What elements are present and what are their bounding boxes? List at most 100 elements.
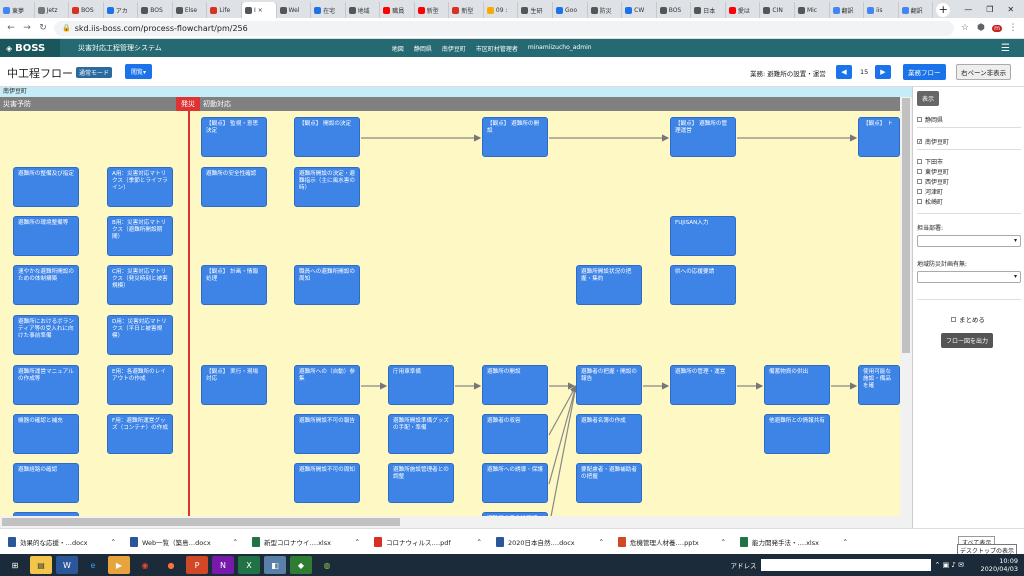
browser-tab[interactable]: 日本: [691, 2, 726, 18]
browser-tab[interactable]: CIN: [760, 2, 795, 18]
checkbox-shizuoka[interactable]: 静岡県: [917, 115, 943, 124]
checkbox-box[interactable]: [917, 179, 922, 184]
firefox-icon[interactable]: ●: [167, 560, 175, 570]
new-tab-button[interactable]: +: [936, 3, 951, 17]
checkbox-kawazu[interactable]: 河津町: [917, 187, 943, 196]
profile-icon[interactable]: m: [992, 24, 1002, 32]
flow-node[interactable]: 【観点】 避難所の開設: [482, 117, 548, 157]
browser-tab[interactable]: Else: [173, 2, 208, 18]
maximize-icon[interactable]: ❐: [986, 4, 994, 14]
flow-node[interactable]: 【観点】 実行・現場対応: [201, 365, 267, 405]
flow-node[interactable]: 避難所開設の決定・避難指示（主に風水害の時）: [294, 167, 360, 207]
flow-node[interactable]: 県への応援要請: [670, 265, 736, 305]
taskbar-address-field[interactable]: [760, 559, 931, 571]
flow-node[interactable]: 避難所開設状況の把握・集約: [576, 265, 642, 305]
browser-tab[interactable]: Life: [207, 2, 242, 18]
chevron-up-icon[interactable]: ⌃: [476, 537, 482, 546]
combine-checkbox[interactable]: まとめる: [951, 314, 985, 324]
flow-node[interactable]: D用：災害対応マトリクス（平日と被害規模）: [107, 315, 173, 355]
flow-node[interactable]: E用：各避難所のレイアウトの作成: [107, 365, 173, 405]
flow-node[interactable]: 要配慮者・避難補助者の把握: [576, 463, 642, 503]
flow-node[interactable]: 使用可能な施設・備品を確: [858, 365, 900, 405]
plan-select[interactable]: ▾: [917, 271, 1021, 283]
file-explorer-icon[interactable]: ▤: [30, 556, 52, 574]
flow-node[interactable]: 避難所開設不可の報告: [294, 414, 360, 454]
browser-tab[interactable]: 翻訳: [830, 2, 865, 18]
checkbox-box[interactable]: [917, 159, 922, 164]
media-icon[interactable]: ▶: [108, 556, 130, 574]
download-item[interactable]: 能力開発手法・….xlsx⌃: [732, 536, 854, 547]
department-select[interactable]: ▾: [917, 235, 1021, 247]
flow-node[interactable]: 庁用車準備: [388, 365, 454, 405]
chevron-up-icon[interactable]: ⌃: [232, 537, 238, 546]
browser-tab[interactable]: 愛は: [726, 2, 761, 18]
browser-tab[interactable]: iis: [864, 2, 899, 18]
flow-node[interactable]: 職員への避難所開設の周知: [294, 265, 360, 305]
horizontal-scroll-thumb[interactable]: [2, 518, 400, 526]
flow-node[interactable]: 避難所運営マニュアルの作成等: [13, 365, 79, 405]
flow-node[interactable]: 速やかな避難所開設のための体制構築: [13, 265, 79, 305]
chrome-icon[interactable]: ◉: [141, 560, 149, 570]
flow-node[interactable]: 備蓄物資の供出: [764, 365, 830, 405]
flow-node[interactable]: 【観点】 計画・情報処理: [201, 265, 267, 305]
browser-tab[interactable]: 生研: [518, 2, 553, 18]
globe-icon[interactable]: ◍: [323, 560, 331, 570]
browser-tab[interactable]: 在宅: [311, 2, 346, 18]
address-field[interactable]: 🔒 skd.iis-boss.com/process-flowchart/pm/…: [54, 20, 954, 36]
checkbox-shimoda[interactable]: 下田市: [917, 157, 943, 166]
browser-tab[interactable]: 新型: [415, 2, 450, 18]
checkbox-box[interactable]: [917, 189, 922, 194]
download-item[interactable]: 新型コロナウイ….xlsx⌃: [244, 536, 366, 547]
checkbox-matsuzaki[interactable]: 松崎町: [917, 197, 943, 206]
minimize-icon[interactable]: —: [964, 4, 973, 14]
flow-node[interactable]: 避難者の把握・開設の報告: [576, 365, 642, 405]
next-page-button[interactable]: ▶: [875, 65, 891, 79]
browser-tab[interactable]: Goo: [553, 2, 588, 18]
chevron-up-icon[interactable]: ⌃: [720, 537, 726, 546]
browser-tab[interactable]: 09 :: [484, 2, 519, 18]
download-item[interactable]: Web一覧（築島…docx⌃: [122, 536, 244, 547]
flow-node[interactable]: [13, 512, 79, 516]
flow-node[interactable]: F用：避難所運営グッズ（コンテナ）の作成: [107, 414, 173, 454]
checkbox-box[interactable]: [917, 117, 922, 122]
flow-node[interactable]: 避難所の安全性確認: [201, 167, 267, 207]
browser-tab[interactable]: 地域: [346, 2, 381, 18]
browser-tab[interactable]: Jetz: [35, 2, 70, 18]
reload-icon[interactable]: ↻: [39, 23, 47, 33]
browser-tab[interactable]: Wel: [277, 2, 312, 18]
star-icon[interactable]: ☆: [960, 23, 970, 33]
flow-node[interactable]: 避難所の開設: [482, 365, 548, 405]
flow-node[interactable]: 避難所の管理・運営: [670, 365, 736, 405]
flow-node[interactable]: 避難所開設準備グッズの手配・準備: [388, 414, 454, 454]
forward-icon[interactable]: →: [23, 23, 31, 33]
flow-node[interactable]: 避難所への誘導・保護: [482, 463, 548, 503]
chevron-up-icon[interactable]: ⌃: [110, 537, 116, 546]
browser-menu-icon[interactable]: ⋮: [1008, 23, 1018, 33]
flow-node[interactable]: 避難所開設不可の周知: [294, 463, 360, 503]
browser-tab[interactable]: 職員: [380, 2, 415, 18]
map-link[interactable]: 地図: [391, 45, 404, 53]
chevron-up-icon[interactable]: ⌃: [354, 537, 360, 546]
vertical-scroll-thumb[interactable]: [902, 98, 910, 353]
flow-node[interactable]: 避難者名簿の作成: [576, 414, 642, 454]
chevron-up-icon[interactable]: ⌃: [598, 537, 604, 546]
onenote-icon[interactable]: N: [212, 556, 234, 574]
checkbox-higashiizu[interactable]: 東伊豆町: [917, 167, 949, 176]
flow-node[interactable]: 避難所の安全性確認: [482, 512, 548, 516]
flow-node[interactable]: 避難者の収容: [482, 414, 548, 454]
download-item[interactable]: 危機管理人材養….pptx⌃: [610, 536, 732, 547]
app-icon[interactable]: ◧: [264, 556, 286, 574]
flow-node[interactable]: B用：災害対応マトリクス（避難所開設期間）: [107, 216, 173, 256]
browser-tab[interactable]: CW: [622, 2, 657, 18]
flow-node[interactable]: FUJISAN入力: [670, 216, 736, 256]
tab-close-icon[interactable]: ×: [257, 6, 263, 14]
browser-tab[interactable]: BOS: [69, 2, 104, 18]
flow-node[interactable]: 【観点】 監視・意思決定: [201, 117, 267, 157]
word-icon[interactable]: W: [56, 556, 78, 574]
chevron-up-icon[interactable]: ⌃: [842, 537, 848, 546]
system-clock[interactable]: 10:09 2020/04/03: [980, 557, 1018, 573]
start-icon[interactable]: ⊞: [11, 560, 19, 570]
checkbox-box[interactable]: [917, 199, 922, 204]
checkbox-nishiizu[interactable]: 西伊豆町: [917, 177, 949, 186]
